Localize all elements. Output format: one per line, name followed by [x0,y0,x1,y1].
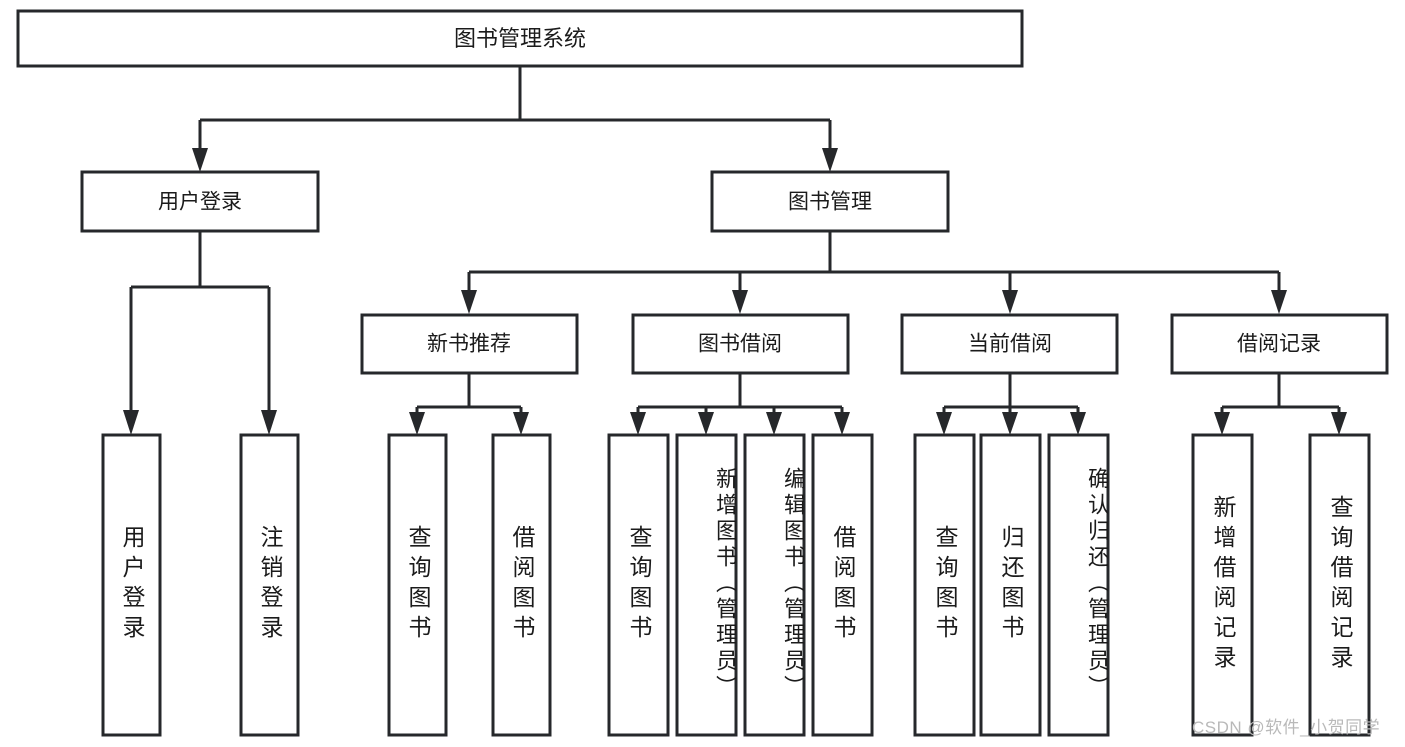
leaf-borrow-record-2-label: 查询借阅记录 [1327,495,1353,675]
node-user-login[interactable]: 用户登录 [80,170,320,233]
leaf-book-borrow-1[interactable]: 查询图书 [607,433,670,737]
leaf-user-login-2-label: 注销登录 [257,525,283,645]
csdn-watermark: CSDN @软件_小贺同学 [1192,718,1381,737]
node-root-label: 图书管理系统 [454,26,586,51]
node-book-borrow[interactable]: 图书借阅 [631,313,850,375]
node-new-book-recommend-box[interactable] [360,313,579,375]
node-new-book-recommend[interactable]: 新书推荐 [360,313,579,375]
leaf-new-book-2-box[interactable] [491,433,552,737]
leaf-borrow-record-1-label: 新增借阅记录 [1210,495,1236,675]
leaf-book-borrow-2-label: 新增图书（管理员） [713,467,736,701]
arrow-bookmanage-to-record [1271,290,1287,314]
leaf-new-book-2-label: 借阅图书 [509,525,535,645]
arrow-currentborrow-leaf-3 [1070,412,1086,435]
node-new-book-recommend-label: 新书推荐 [427,333,511,356]
leaf-user-login-1-box[interactable] [101,433,162,737]
arrow-currentborrow-leaf-2 [1002,412,1018,435]
arrow-bookborrow-leaf-4 [834,412,850,435]
arrow-bookborrow-leaf-3 [766,412,782,435]
node-user-login-box[interactable] [80,170,320,233]
leaf-new-book-2[interactable]: 借阅图书 [491,433,552,737]
arrow-borrowrecord-leaf-2 [1331,412,1347,435]
leaf-borrow-record-2-box[interactable] [1308,433,1371,737]
node-current-borrow-box[interactable] [900,313,1119,375]
leaf-current-borrow-1[interactable]: 查询图书 [913,433,976,737]
arrow-root-to-book-manage [822,148,838,172]
node-current-borrow-label: 当前借阅 [968,333,1052,356]
arrow-currentborrow-leaf-1 [936,412,952,435]
node-root-box[interactable] [16,9,1024,68]
leaf-book-borrow-4-box[interactable] [811,433,874,737]
node-root[interactable]: 图书管理系统 [16,9,1024,68]
node-book-borrow-label: 图书借阅 [698,333,782,356]
arrow-newbook-leaf-2 [513,412,529,435]
leaf-book-borrow-2[interactable]: 新增图书（管理员） [675,433,738,737]
arrow-userlogin-leaf-2 [261,410,277,435]
leaf-user-login-2[interactable]: 注销登录 [239,433,300,737]
node-borrow-record-box[interactable] [1170,313,1389,375]
leaf-current-borrow-2-label: 归还图书 [998,525,1024,645]
arrow-userlogin-leaf-1 [123,410,139,435]
leaf-book-borrow-3[interactable]: 编辑图书（管理员） [743,433,806,737]
leaf-user-login-2-box[interactable] [239,433,300,737]
leaf-new-book-1[interactable]: 查询图书 [387,433,448,737]
node-current-borrow[interactable]: 当前借阅 [900,313,1119,375]
arrow-bookmanage-to-borrow [732,290,748,314]
leaf-new-book-1-box[interactable] [387,433,448,737]
node-book-manage-label: 图书管理 [788,191,872,214]
leaf-book-borrow-1-box[interactable] [607,433,670,737]
node-book-manage-box[interactable] [710,170,950,233]
leaf-book-borrow-3-box[interactable] [743,433,806,737]
leaf-current-borrow-3-label: 确认归还（管理员） [1085,467,1108,701]
leaf-book-borrow-2-box[interactable] [675,433,738,737]
arrow-borrowrecord-leaf-1 [1214,412,1230,435]
node-book-manage[interactable]: 图书管理 [710,170,950,233]
leaf-current-borrow-2-box[interactable] [979,433,1042,737]
leaf-current-borrow-2[interactable]: 归还图书 [979,433,1042,737]
arrow-bookborrow-leaf-1 [630,412,646,435]
leaf-book-borrow-4[interactable]: 借阅图书 [811,433,874,737]
arrow-bookmanage-to-current [1002,290,1018,314]
connector-layer [123,66,1347,435]
arrow-newbook-leaf-1 [409,412,425,435]
arrow-bookmanage-to-new-books [461,290,477,314]
node-borrow-record-label: 借阅记录 [1237,333,1321,356]
leaf-book-borrow-4-label: 借阅图书 [830,525,856,645]
leaf-user-login-1[interactable]: 用户登录 [101,433,162,737]
leaf-book-borrow-1-label: 查询图书 [626,525,652,645]
leaf-current-borrow-3-box[interactable] [1047,433,1110,737]
node-borrow-record[interactable]: 借阅记录 [1170,313,1389,375]
leaf-new-book-1-label: 查询图书 [405,525,431,645]
leaf-current-borrow-1-label: 查询图书 [932,525,958,645]
leaf-book-borrow-3-label: 编辑图书（管理员） [781,467,804,701]
node-book-borrow-box[interactable] [631,313,850,375]
leaf-current-borrow-3[interactable]: 确认归还（管理员） [1047,433,1110,737]
leaf-user-login-1-label: 用户登录 [119,525,145,645]
leaf-borrow-record-1-box[interactable] [1191,433,1254,737]
leaf-current-borrow-1-box[interactable] [913,433,976,737]
leaf-borrow-record-2[interactable]: 查询借阅记录 [1308,433,1371,737]
leaf-borrow-record-1[interactable]: 新增借阅记录 [1191,433,1254,737]
arrow-bookborrow-leaf-2 [698,412,714,435]
node-user-login-label: 用户登录 [158,191,242,214]
arrow-root-to-user-login [192,148,208,172]
